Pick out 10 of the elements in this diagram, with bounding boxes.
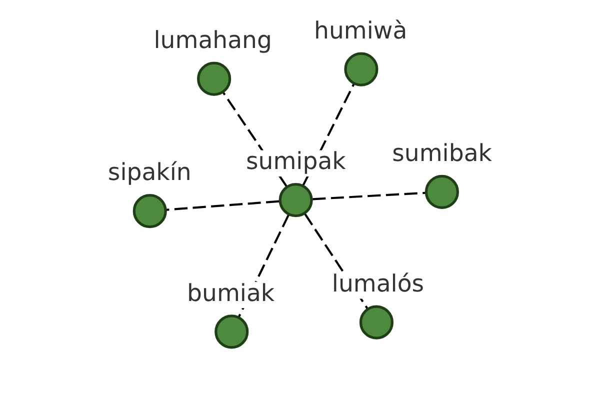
connector [166, 200, 279, 210]
node-circle [424, 174, 458, 208]
node-label: sipakín [107, 158, 191, 186]
node-circle [196, 61, 231, 96]
node-label: lumahang [153, 25, 272, 54]
node-circle [344, 52, 378, 86]
node-label: humiwà [314, 16, 407, 44]
node-label: sumibak [392, 138, 492, 167]
node-circle [132, 194, 166, 228]
connector [312, 191, 425, 200]
